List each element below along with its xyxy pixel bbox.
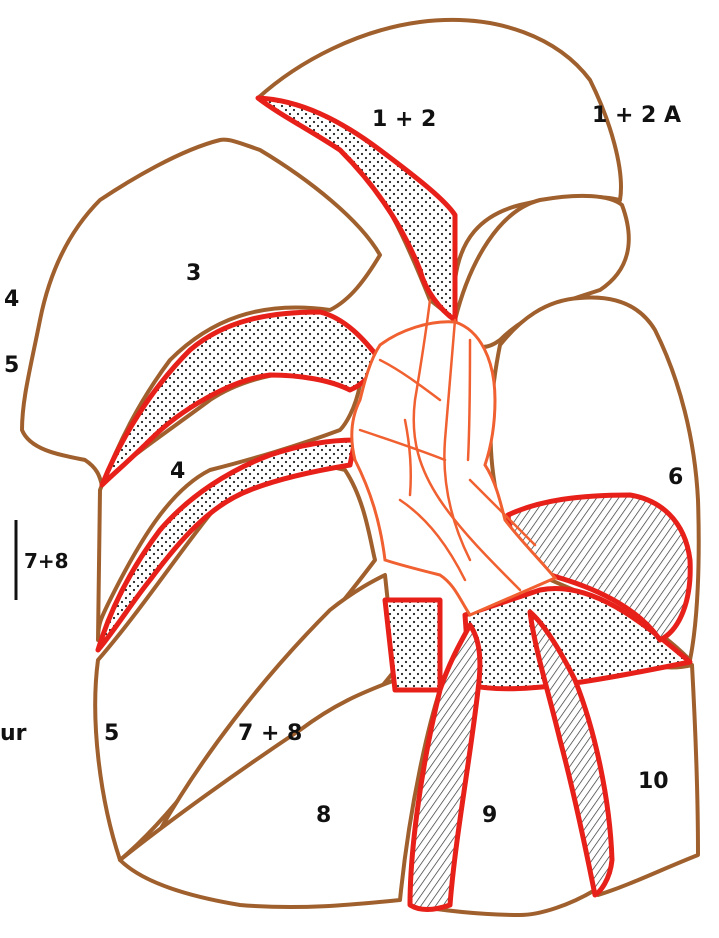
stippled-vessel-9 [385, 600, 440, 690]
label-seg-3: 3 [186, 261, 201, 286]
label-seg-7-8: 7 + 8 [238, 721, 302, 746]
label-seg-4: 4 [170, 459, 185, 484]
label-seg-9: 9 [482, 803, 497, 828]
label-left-7-8: 7+8 [24, 549, 69, 573]
label-seg-6: 6 [668, 465, 683, 490]
label-seg-10: 10 [638, 769, 669, 794]
label-left-5: 5 [4, 353, 19, 378]
label-left-ur: ur [0, 721, 27, 746]
label-seg-1-2-right: 1 + 2 A [592, 103, 681, 128]
label-seg-8: 8 [316, 803, 331, 828]
label-left-4: 4 [4, 287, 19, 312]
label-seg-1-2: 1 + 2 [372, 107, 436, 132]
label-seg-5: 5 [104, 721, 119, 746]
